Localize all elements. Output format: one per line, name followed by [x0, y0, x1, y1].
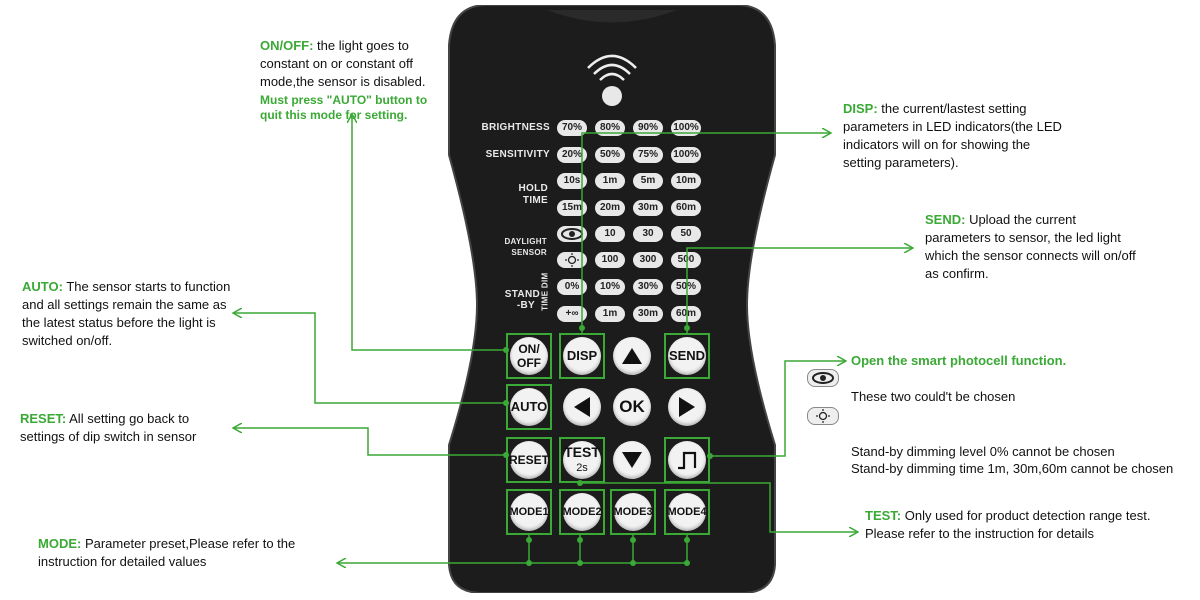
- mode-keyword: MODE:: [38, 536, 81, 551]
- reset-keyword: RESET:: [20, 411, 66, 426]
- cannot-note: These two could't be chosen: [851, 388, 1151, 406]
- onoff-warning: Must press "AUTO" button to quit this mo…: [260, 93, 450, 123]
- photocell-note: Open the smart photocell function.: [851, 352, 1151, 370]
- auto-keyword: AUTO:: [22, 279, 63, 294]
- onoff-note: ON/OFF: the light goes to constant on or…: [260, 37, 450, 123]
- sun-icon: [807, 407, 839, 425]
- reset-note: RESET: All setting go back to settings o…: [20, 410, 230, 446]
- test-text: Only used for product detection range te…: [865, 508, 1150, 541]
- standby-note-2: Stand-by dimming time 1m, 30m,60m cannot…: [851, 460, 1191, 478]
- standby-note-1: Stand-by dimming level 0% cannot be chos…: [851, 443, 1191, 461]
- eye-icon: [807, 369, 839, 387]
- onoff-keyword: ON/OFF:: [260, 38, 313, 53]
- disp-note: DISP: the current/lastest setting parame…: [843, 100, 1063, 172]
- test-keyword: TEST:: [865, 508, 901, 523]
- send-keyword: SEND:: [925, 212, 965, 227]
- send-note: SEND: Upload the current parameters to s…: [925, 211, 1145, 283]
- mode-note: MODE: Parameter preset,Please refer to t…: [38, 535, 338, 571]
- auto-note: AUTO: The sensor starts to function and …: [22, 278, 232, 350]
- test-note: TEST: Only used for product detection ra…: [865, 507, 1155, 543]
- disp-keyword: DISP:: [843, 101, 878, 116]
